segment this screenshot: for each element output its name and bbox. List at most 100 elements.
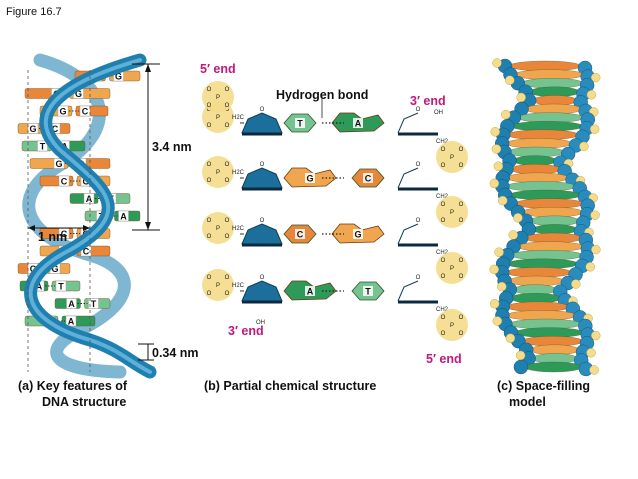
chem-base-left-2-letter: C xyxy=(297,229,304,239)
sf-phosphate-left-30 xyxy=(492,316,503,326)
sugar-left-1 xyxy=(241,167,283,189)
rung-letter-box-right-8 xyxy=(118,210,129,222)
sf-phosphate-right-21 xyxy=(591,244,601,255)
chem-base-left-1-letter: G xyxy=(306,173,313,183)
sugar-left-2 xyxy=(241,223,283,245)
phosphate-left-3-o4: O xyxy=(225,291,230,297)
phosphate-left-top-o3: O xyxy=(207,103,212,109)
phosphate-right-2-o4: O xyxy=(459,274,464,280)
sf-phosphate-left-28 xyxy=(490,299,500,309)
rung-letter-box-left-13 xyxy=(66,298,77,309)
rung-letter-left-3: G xyxy=(29,124,36,134)
rung-letter-right-10: C xyxy=(83,246,90,256)
panel-c-caption-line1: (c) Space-filling xyxy=(497,379,591,393)
chem-base-right-2-letter: G xyxy=(354,229,361,239)
rung-letter-left-13: A xyxy=(68,299,75,309)
pitch-arrow-up xyxy=(145,64,151,72)
sf-phosphate-right-23 xyxy=(585,262,595,272)
sf-base-35 xyxy=(524,361,583,373)
chem-base-right-0-chip xyxy=(353,118,363,128)
sf-phosphate-right-31 xyxy=(591,330,601,341)
figure-label: Figure 16.7 xyxy=(6,6,62,18)
rung-letter-box-right-13 xyxy=(88,298,99,309)
phosphate-right-2-o2: O xyxy=(459,258,464,264)
phosphate-left-0-o3: O xyxy=(207,123,212,129)
sf-phosphate-left-14 xyxy=(489,178,500,189)
phosphate-right-3-o4: O xyxy=(459,331,464,337)
three-prime-end-top: 3′ end xyxy=(410,94,446,108)
phosphate-left-3-o3: O xyxy=(207,291,212,297)
h2c-label-2: H2C xyxy=(232,226,245,232)
sugar-left-1-ring-o: O xyxy=(260,162,265,168)
phosphate-right-2-o3: O xyxy=(441,274,446,280)
chem-base-left-3-chip xyxy=(305,286,315,296)
rung-letter-right-12: T xyxy=(58,281,64,291)
sugar-left-3-ring-o: O xyxy=(260,275,265,281)
phosphate-right-1-o3: O xyxy=(441,218,446,224)
panel-b-caption: (b) Partial chemical structure xyxy=(204,379,377,393)
phosphate-right-3-o3: O xyxy=(441,331,446,337)
rung-letter-right-2: C xyxy=(82,106,89,116)
sf-phosphate-left-6 xyxy=(501,109,511,120)
chem-base-right-0-letter: A xyxy=(355,118,362,128)
phosphate-right-3 xyxy=(436,309,468,341)
sf-phosphate-right-7 xyxy=(589,124,600,134)
pitch-arrow-down xyxy=(145,222,151,230)
rung-letter-left-7: A xyxy=(86,194,93,204)
rung-letter-right-11: G xyxy=(51,264,58,274)
three-prime-end-bottom: 3′ end xyxy=(228,324,264,338)
sf-backbone-left-35 xyxy=(513,359,529,375)
sf-phosphate-left-8 xyxy=(490,127,500,137)
chem-base-right-3-letter: T xyxy=(365,286,371,296)
phosphate-left-top-o2: O xyxy=(225,87,230,93)
sugar-right-0-ring-o: O xyxy=(416,107,421,113)
panel-a-caption-line1: (a) Key features of xyxy=(18,379,128,393)
width-arrow-left xyxy=(28,225,35,231)
width-label: 1 nm xyxy=(38,230,68,244)
phosphate-left-top-o4: O xyxy=(225,103,230,109)
rung-letter-box-left-7 xyxy=(83,193,95,204)
phosphate-left-top xyxy=(202,81,234,113)
sugar-right-3 xyxy=(397,280,419,302)
sf-phosphate-left-26 xyxy=(497,281,507,292)
phosphate-left-1-p: P xyxy=(216,170,220,176)
sugar-right-2 xyxy=(397,223,419,245)
chem-base-right-1-chip xyxy=(363,173,373,183)
sf-phosphate-left-10 xyxy=(491,144,502,154)
rung-letter-left-6: C xyxy=(61,176,68,186)
chem-base-right-3-chip xyxy=(363,286,373,296)
phosphate-right-1 xyxy=(436,196,468,228)
pitch-label: 3.4 nm xyxy=(152,140,192,154)
sf-phosphate-left-24 xyxy=(489,264,499,275)
ch2-label-0: CH2 xyxy=(436,139,449,145)
phosphate-left-2-o2: O xyxy=(225,218,230,224)
hydrogen-bond-label: Hydrogen bond xyxy=(276,88,369,102)
sugar-left-3 xyxy=(241,280,283,302)
panel-a-caption: (a) Key features of DNA structure xyxy=(18,378,127,410)
phosphate-right-1-p: P xyxy=(450,210,454,216)
rung-letter-box-left-5 xyxy=(53,158,65,169)
rung-letter-box-left-2 xyxy=(57,105,69,117)
panel-c-caption: (c) Space-filling model xyxy=(497,378,590,410)
phosphate-left-2 xyxy=(202,212,234,244)
phosphate-left-0-o4: O xyxy=(225,123,230,129)
phosphate-right-3-o1: O xyxy=(441,315,446,321)
ch2-label-1: CH2 xyxy=(436,194,449,200)
phosphate-right-0 xyxy=(436,141,468,173)
sugar-left-0-ring-o: O xyxy=(260,107,265,113)
sf-phosphate-left-4 xyxy=(516,92,526,103)
chem-base-left-3-letter: A xyxy=(307,286,314,296)
rung-letter-box-left-6 xyxy=(58,175,70,187)
phosphate-right-0-p: P xyxy=(450,155,454,161)
phosphate-left-2-o4: O xyxy=(225,234,230,240)
rung-letter-box-left-4 xyxy=(37,140,48,152)
oh-label-top: OH xyxy=(434,110,443,116)
phosphate-right-0-o1: O xyxy=(441,147,446,153)
h2c-label-1: H2C xyxy=(232,170,245,176)
panel-c-caption-line2: model xyxy=(509,395,546,409)
phosphate-left-3-o1: O xyxy=(207,275,212,281)
phosphate-left-3-o2: O xyxy=(225,275,230,281)
sugar-right-1 xyxy=(397,167,419,189)
